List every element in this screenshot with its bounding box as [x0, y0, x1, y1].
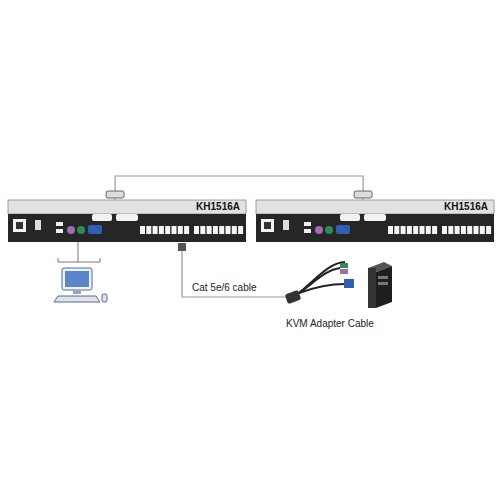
- cable-plug: [106, 191, 124, 198]
- cable-line: [115, 176, 363, 200]
- rj45-port: [401, 226, 406, 234]
- rj45-port: [200, 226, 205, 234]
- chain-port: [364, 214, 386, 221]
- rj45-port: [153, 226, 158, 234]
- rj45-port: [461, 226, 466, 234]
- rj45-port: [165, 226, 170, 234]
- unit-part: [256, 200, 494, 214]
- rj45-port: [394, 226, 399, 234]
- cable-plug: [354, 191, 372, 198]
- ps2-port: [77, 226, 85, 234]
- kvm-switch-panel: [8, 200, 246, 242]
- cable-label: Cat 5e/6 cable: [190, 282, 259, 294]
- rj45-port: [194, 226, 199, 234]
- unit-part: [8, 200, 246, 214]
- chain-port: [92, 214, 112, 221]
- unit-part: [16, 222, 23, 229]
- rj45-port: [407, 226, 412, 234]
- rj45-port: [413, 226, 418, 234]
- rj45-plug: [178, 243, 186, 251]
- rj45-port: [420, 226, 425, 234]
- rj45-port: [388, 226, 393, 234]
- rj45-port: [140, 226, 145, 234]
- unit-part: [256, 214, 494, 242]
- power-socket: [13, 219, 26, 232]
- kvm-adapter: [285, 262, 354, 304]
- usb-port: [56, 229, 63, 233]
- vga-port: [88, 225, 102, 234]
- usb-port: [304, 229, 311, 233]
- rj45-port: [178, 226, 183, 234]
- ps2-port: [67, 226, 75, 234]
- bracket: [58, 258, 100, 262]
- model-name: KH1516A: [256, 200, 494, 213]
- rj45-port: [426, 226, 431, 234]
- rj45-port: [474, 226, 479, 234]
- unit-part: [8, 214, 246, 242]
- chain-port: [340, 214, 360, 221]
- daisy-chain-cable: [106, 176, 372, 200]
- rj45-port: [232, 226, 237, 234]
- usb-port: [304, 222, 311, 226]
- power-switch: [35, 220, 41, 230]
- console-pc: [54, 268, 107, 302]
- ps2-port: [325, 226, 333, 234]
- rj45-port: [432, 226, 437, 234]
- rj45-port: [455, 226, 460, 234]
- rj45-port: [159, 226, 164, 234]
- rj45-port: [219, 226, 224, 234]
- model-name: KH1516A: [8, 200, 246, 213]
- rj45-port: [172, 226, 177, 234]
- rj45-port: [480, 226, 485, 234]
- server-tower: [368, 262, 392, 308]
- power-switch: [283, 220, 289, 230]
- unit-part: [264, 222, 271, 229]
- console-wire: [78, 242, 79, 262]
- rj45-port: [184, 226, 189, 234]
- kvm-switch: KH1516A: [8, 200, 246, 242]
- rj45-port: [226, 226, 231, 234]
- usb-port: [56, 222, 63, 226]
- kvm-units: [8, 200, 494, 242]
- rj45-port: [207, 226, 212, 234]
- cat-cable: [182, 251, 287, 297]
- rj45-port: [238, 226, 243, 234]
- cable-label: KVM Adapter Cable: [284, 318, 376, 330]
- rj45-port: [486, 226, 491, 234]
- kvm-switch: KH1516A: [256, 200, 494, 242]
- kvm-switch-panel: [256, 200, 494, 242]
- ps2-port: [315, 226, 323, 234]
- rj45-port: [213, 226, 218, 234]
- chain-port: [116, 214, 138, 221]
- rj45-port: [467, 226, 472, 234]
- rj45-port: [146, 226, 151, 234]
- rj45-port: [442, 226, 447, 234]
- power-socket: [261, 219, 274, 232]
- vga-port: [336, 225, 350, 234]
- rj45-port: [448, 226, 453, 234]
